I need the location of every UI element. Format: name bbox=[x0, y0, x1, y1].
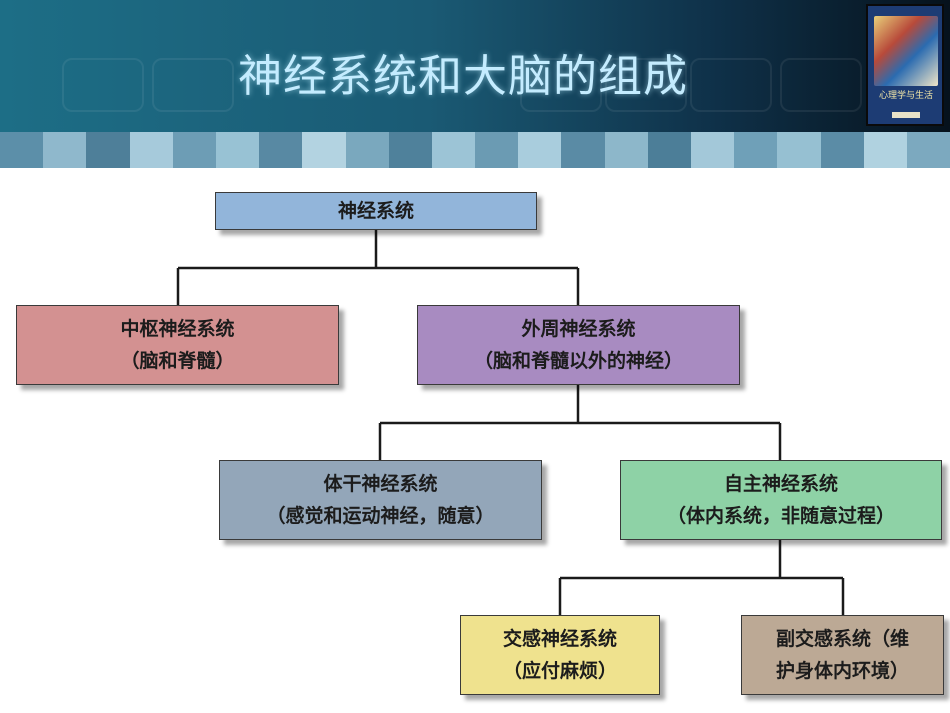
node-label: 体干神经系统 bbox=[323, 472, 438, 495]
node-sublabel: 护身体内环境） bbox=[775, 660, 909, 682]
node-sublabel: （感觉和运动神经，随意） bbox=[266, 505, 495, 527]
node-parasympathetic-nervous-system: 副交感系统（维 护身体内环境） bbox=[741, 615, 944, 695]
node-label: 中枢神经系统 bbox=[120, 317, 235, 340]
node-autonomic-nervous-system: 自主神经系统 （体内系统，非随意过程） bbox=[620, 460, 942, 540]
book-cover-image: 心理学与生活 bbox=[866, 4, 944, 126]
node-label: 自主神经系统 bbox=[723, 472, 838, 495]
node-sublabel: （应付麻烦） bbox=[502, 660, 617, 682]
node-label: 神经系统 bbox=[337, 199, 414, 222]
node-label: 交感神经系统 bbox=[502, 627, 617, 650]
node-label: 副交感系统（维 bbox=[775, 627, 909, 650]
node-peripheral-nervous-system: 外周神经系统 （脑和脊髓以外的神经） bbox=[417, 305, 740, 385]
node-somatic-nervous-system: 体干神经系统 （感觉和运动神经，随意） bbox=[219, 460, 542, 540]
node-sublabel: （脑和脊髓以外的神经） bbox=[473, 350, 683, 372]
node-sublabel: （脑和脊髓） bbox=[120, 350, 235, 372]
cover-publisher-strip bbox=[892, 112, 920, 118]
decor-rect bbox=[152, 58, 234, 112]
node-central-nervous-system: 中枢神经系统 （脑和脊髓） bbox=[16, 305, 339, 385]
decor-rect bbox=[62, 58, 144, 112]
decor-rect bbox=[520, 58, 602, 112]
node-sympathetic-nervous-system: 交感神经系统 （应付麻烦） bbox=[460, 615, 660, 695]
decor-stripe bbox=[0, 132, 950, 168]
node-sublabel: （体内系统，非随意过程） bbox=[666, 505, 895, 527]
cover-title: 心理学与生活 bbox=[878, 91, 933, 101]
node-label: 外周神经系统 bbox=[521, 317, 636, 340]
slide-title: 神经系统和大脑的组成 bbox=[238, 51, 688, 102]
decor-rect bbox=[605, 58, 687, 112]
node-nervous-system: 神经系统 bbox=[215, 192, 537, 230]
cover-artwork bbox=[874, 16, 938, 86]
decor-rect bbox=[780, 58, 862, 112]
slide-header: 神经系统和大脑的组成 心理学与生活 bbox=[0, 0, 950, 132]
decor-rect bbox=[690, 58, 772, 112]
